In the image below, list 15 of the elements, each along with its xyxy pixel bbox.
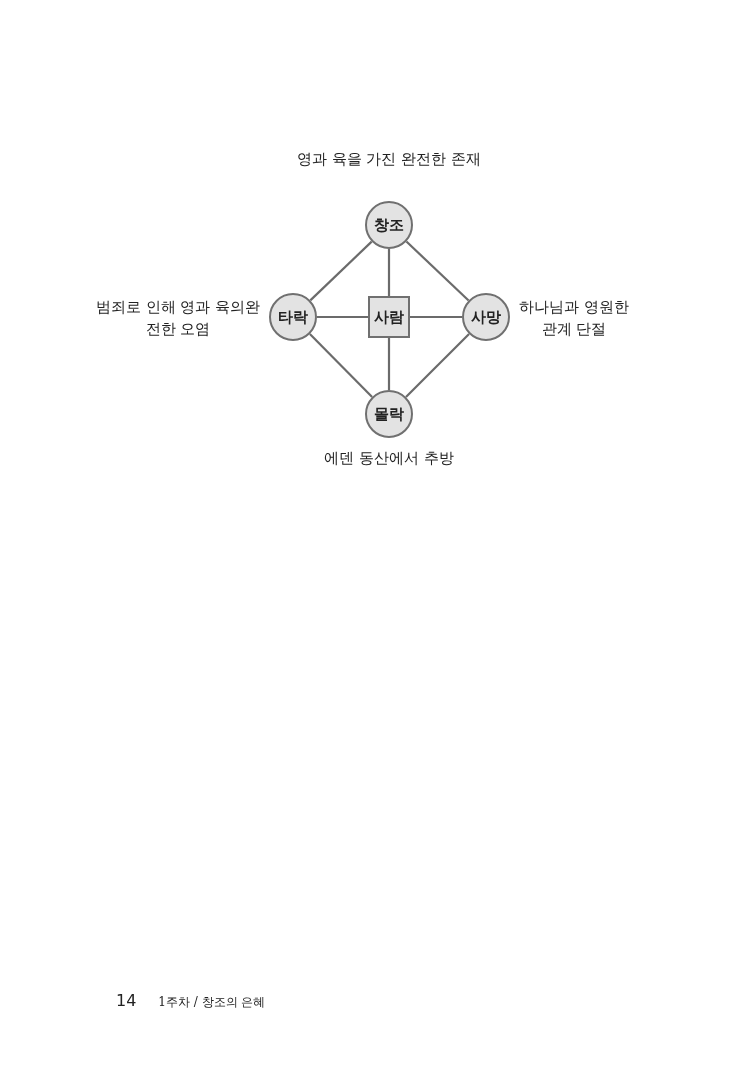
stage-description: 하나님과 영원한 관계 단절 xyxy=(518,298,630,339)
connector-line xyxy=(405,240,470,302)
connector-line xyxy=(309,333,373,398)
page-number: 14 xyxy=(116,990,137,1012)
connector-line xyxy=(405,333,470,398)
connector-line xyxy=(387,338,391,390)
center-box: 사람 xyxy=(368,296,410,338)
connector-line xyxy=(410,315,462,319)
running-footer: 1주차 / 창조의 은혜 xyxy=(158,993,266,1011)
connector-line xyxy=(309,240,373,302)
stage-description: 에덴 동산에서 추방 xyxy=(323,449,455,468)
connector-line xyxy=(387,249,391,296)
stage-description: 영과 육을 가진 완전한 존재 xyxy=(296,150,482,169)
connector-line xyxy=(317,315,368,319)
stage-description: 범죄로 인해 영과 육의완전한 오염 xyxy=(95,298,261,339)
